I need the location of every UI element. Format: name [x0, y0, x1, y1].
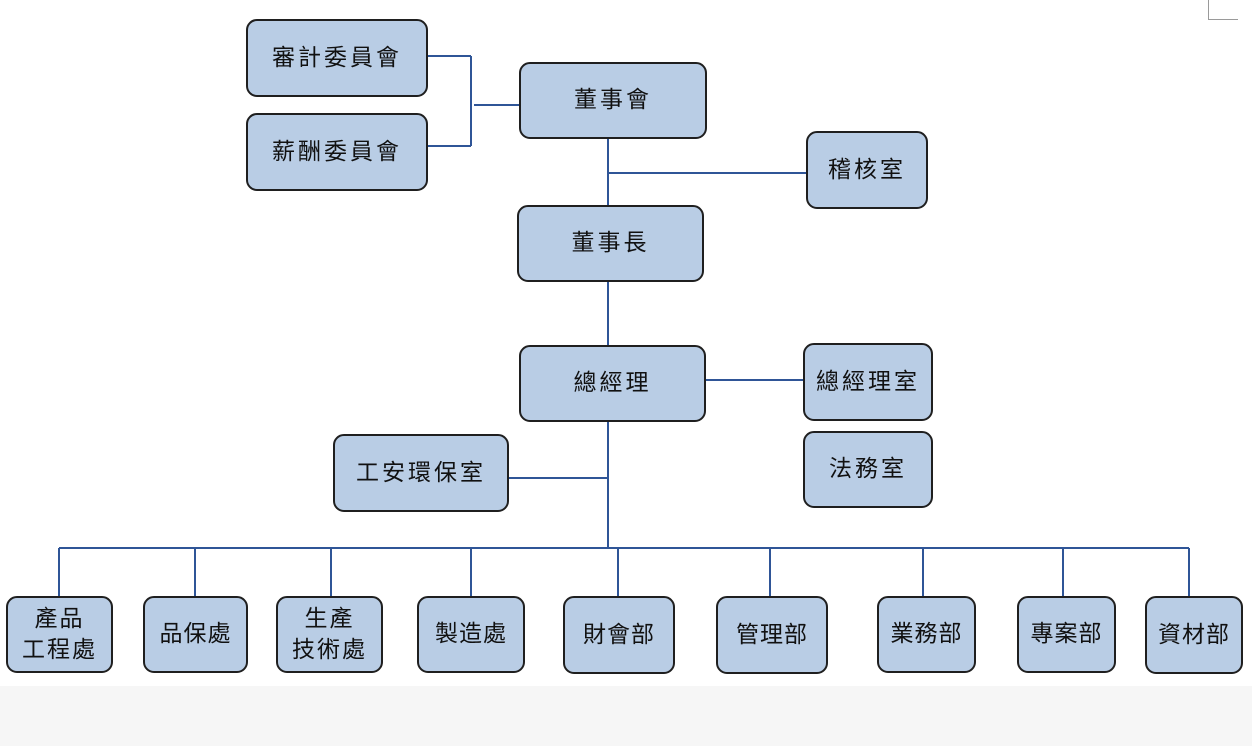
- department-box: 製造處: [417, 596, 525, 673]
- safety-env-office-label: 工安環保室: [356, 459, 486, 486]
- legal-office-box: 法務室: [803, 431, 933, 508]
- president-office-box: 總經理室: [803, 343, 933, 421]
- department-label: 管理部: [736, 621, 808, 648]
- department-box: 管理部: [716, 596, 828, 674]
- department-label: 製造處: [435, 621, 507, 647]
- safety-env-office-box: 工安環保室: [333, 434, 509, 512]
- department-label: 專案部: [1030, 621, 1103, 647]
- audit-committee-box: 審計委員會: [246, 19, 428, 97]
- compensation-committee-label: 薪酬委員會: [272, 138, 402, 165]
- chairman-box: 董事長: [517, 205, 704, 282]
- department-box: 財會部: [563, 596, 675, 674]
- board-of-directors-box: 董事會: [519, 62, 707, 139]
- department-box: 專案部: [1017, 596, 1116, 673]
- audit-committee-label: 審計委員會: [272, 44, 402, 71]
- department-box: 業務部: [877, 596, 976, 673]
- president-box: 總經理: [519, 345, 706, 422]
- audit-office-label: 稽核室: [828, 156, 906, 183]
- president-office-label: 總經理室: [816, 368, 920, 395]
- page-bottom-strip: [0, 686, 1252, 746]
- department-label: 品保處: [159, 621, 232, 647]
- department-label: 生產 技術處: [292, 605, 367, 663]
- department-label: 產品 工程處: [22, 605, 97, 663]
- page-corner-mark: [1208, 0, 1238, 20]
- legal-office-label: 法務室: [829, 456, 907, 482]
- audit-office-box: 稽核室: [806, 131, 928, 209]
- compensation-committee-box: 薪酬委員會: [246, 113, 428, 191]
- president-label: 總經理: [573, 370, 652, 396]
- board-of-directors-label: 董事會: [574, 87, 652, 113]
- department-box: 資材部: [1145, 596, 1243, 674]
- department-box: 產品 工程處: [6, 596, 113, 673]
- department-box: 品保處: [143, 596, 248, 673]
- chairman-label: 董事長: [571, 230, 650, 256]
- department-label: 資材部: [1158, 621, 1230, 648]
- department-label: 業務部: [890, 621, 963, 647]
- department-label: 財會部: [583, 621, 655, 648]
- department-box: 生產 技術處: [276, 596, 383, 673]
